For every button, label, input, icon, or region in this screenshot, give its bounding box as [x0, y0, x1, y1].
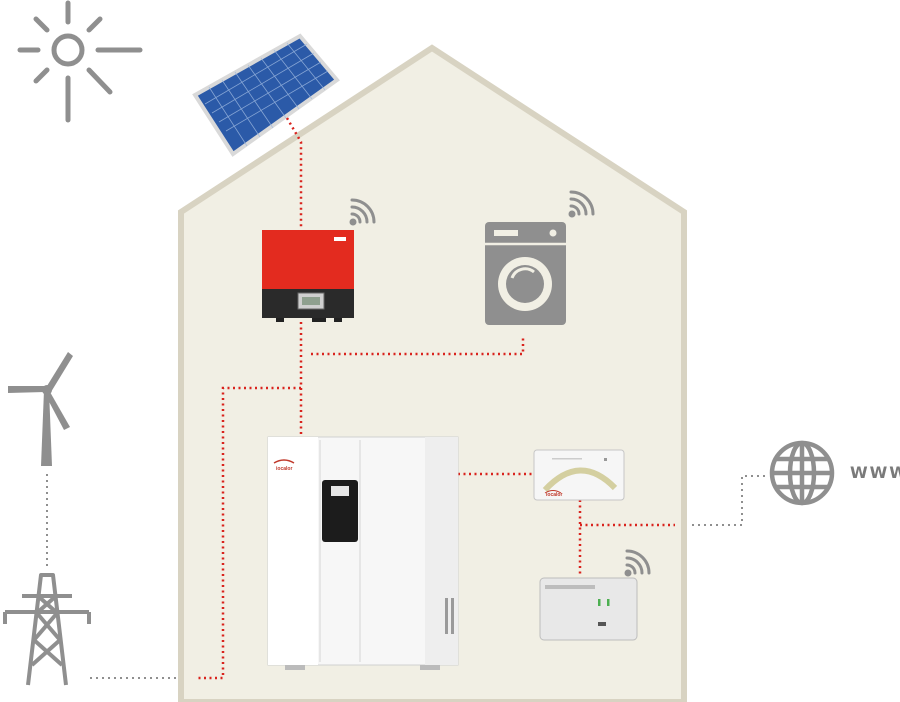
internet-link-line [692, 475, 766, 526]
washing-machine-icon [485, 222, 566, 325]
svg-text:iocalor: iocalor [546, 492, 562, 498]
solar-panel [192, 33, 340, 157]
wifi-icon [349, 198, 376, 226]
sun-icon [17, 0, 143, 123]
controller-unit: iocalor [533, 449, 625, 501]
energy-manager-device [539, 577, 638, 641]
inverter [262, 230, 354, 322]
power-pylon-icon [3, 573, 91, 686]
heat-pump-unit: iocalor [267, 436, 459, 670]
wifi-icon [568, 190, 595, 218]
power-lines [196, 117, 675, 680]
wifi-icon [624, 549, 651, 577]
svg-text:iocalor: iocalor [276, 466, 292, 472]
wind-turbine-icon [8, 352, 73, 466]
internet-label: WWW [850, 463, 900, 482]
globe-icon [769, 440, 835, 506]
